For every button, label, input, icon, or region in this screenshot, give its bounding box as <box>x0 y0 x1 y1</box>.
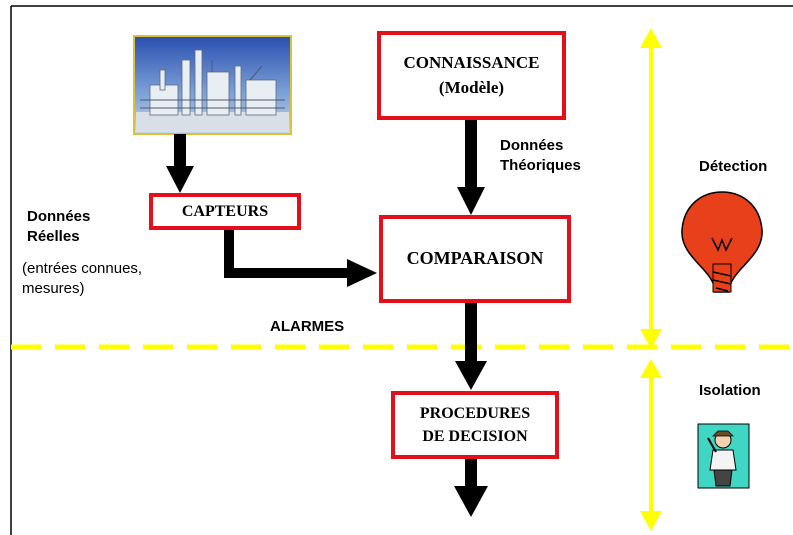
capteurs-label: CAPTEURS <box>181 202 269 220</box>
arrow-capteurs-to-comparaison <box>224 228 377 287</box>
procedures-box: PROCEDURES DE DECISION <box>391 391 559 459</box>
isolation-span-arrow <box>640 359 662 531</box>
detection-span-arrow <box>640 28 662 349</box>
procedures-line2: DE DECISION <box>422 428 528 445</box>
light-bulb-icon <box>681 191 763 293</box>
arrow-comparaison-to-procedures <box>455 300 487 390</box>
connaissance-box: CONNAISSANCE (Modèle) <box>377 31 566 120</box>
isolation-label: Isolation <box>699 382 761 399</box>
donnees-theoriques-line1: Données <box>500 137 564 154</box>
person-thinking-icon <box>697 423 750 489</box>
arrow-photo-to-capteurs <box>166 134 194 193</box>
donnees-reelles-label: Données Réelles <box>27 207 90 248</box>
arrow-procedures-out <box>454 458 488 517</box>
donnees-theoriques-line2: Théoriques <box>500 157 581 175</box>
refinery-photo <box>133 35 292 135</box>
donnees-reelles-note-line1: (entrées connues, <box>22 260 143 277</box>
donnees-reelles-note: (entrées connues, mesures) <box>22 259 142 300</box>
arrow-connaissance-to-comparaison <box>457 119 485 215</box>
detection-label: Détection <box>699 158 768 175</box>
procedures-line1: PROCEDURES <box>419 404 531 422</box>
donnees-theoriques-label: Données Théoriques <box>500 136 581 177</box>
alarmes-label: ALARMES <box>270 318 345 335</box>
connaissance-subtitle: (Modèle) <box>438 77 505 97</box>
capteurs-box: CAPTEURS <box>149 193 301 230</box>
donnees-reelles-note-line2: mesures) <box>22 280 85 298</box>
donnees-reelles-line2: Réelles <box>27 228 80 246</box>
comparaison-box: COMPARAISON <box>379 215 571 303</box>
comparaison-label: COMPARAISON <box>406 248 544 269</box>
donnees-reelles-line1: Données <box>27 208 91 225</box>
connaissance-title: CONNAISSANCE <box>403 53 540 73</box>
